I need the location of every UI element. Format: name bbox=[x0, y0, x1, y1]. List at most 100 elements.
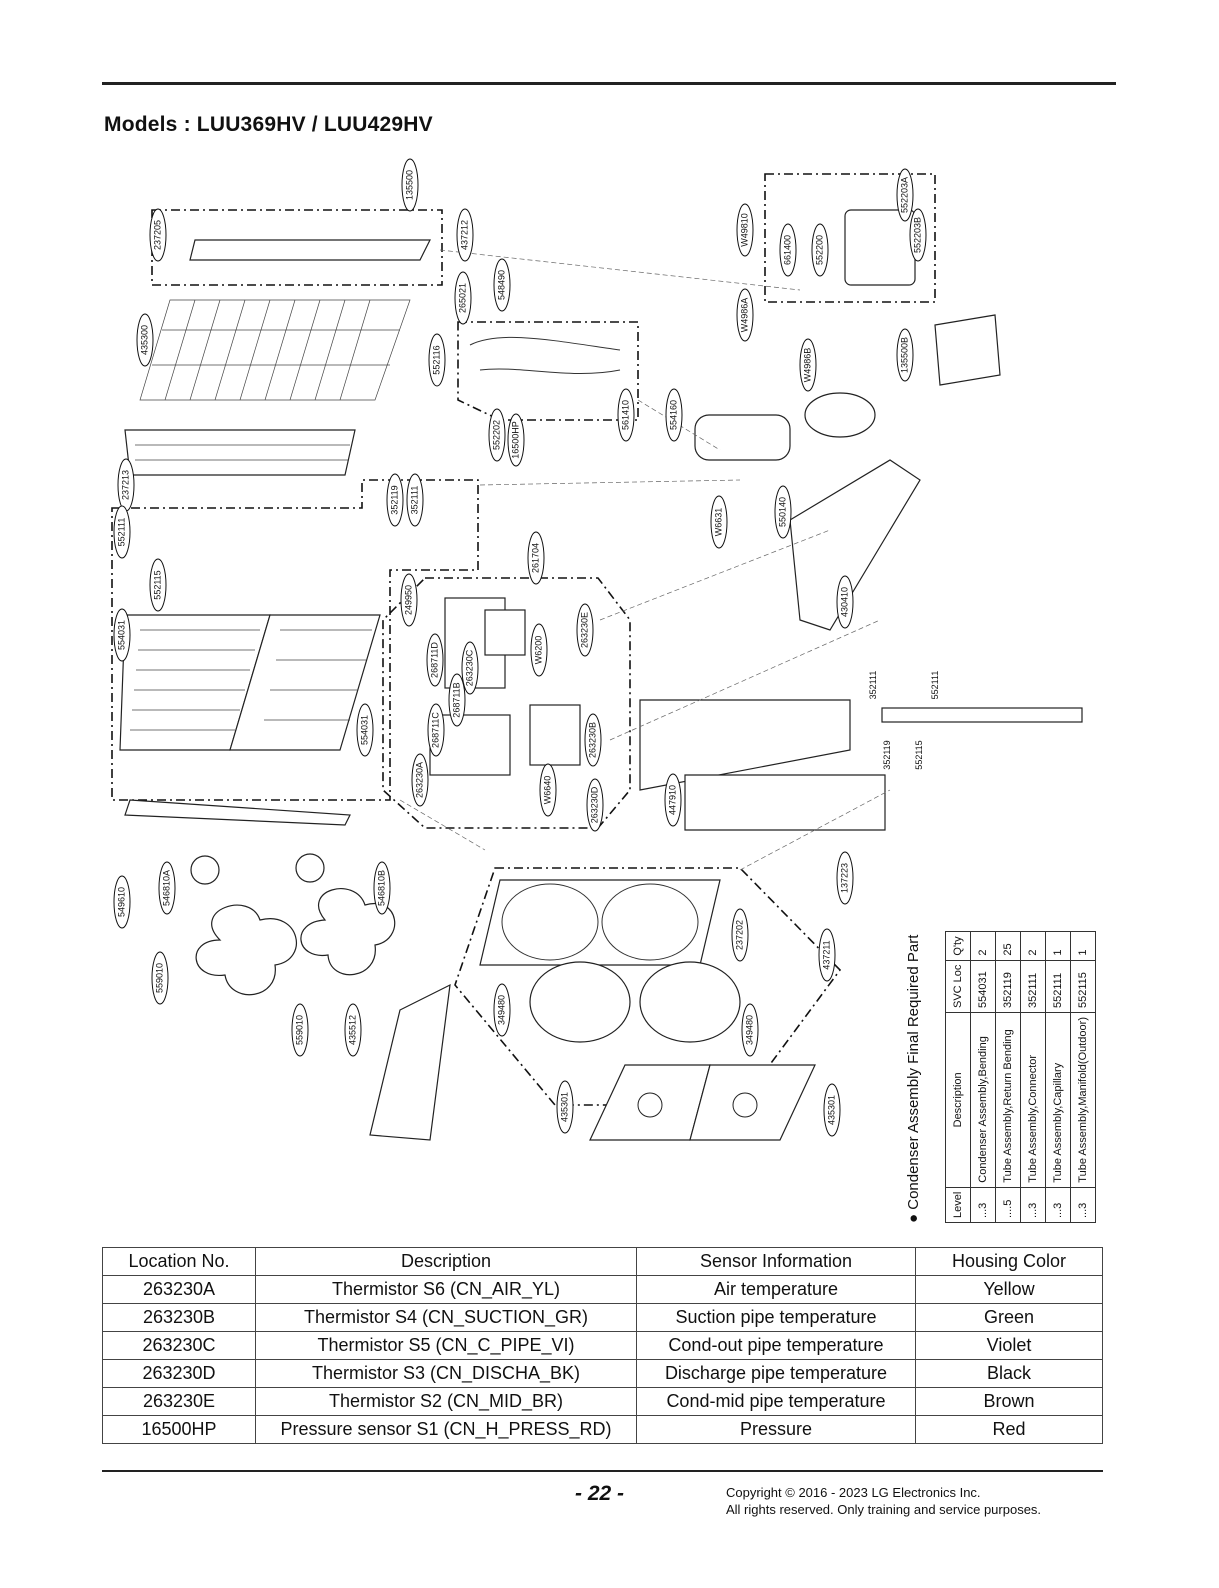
callout-oval bbox=[151, 951, 169, 1005]
manifold-label: 352111 bbox=[868, 671, 878, 700]
callout-label: W49810 bbox=[739, 213, 749, 247]
callout-oval bbox=[586, 778, 604, 832]
part-callout: 447910 bbox=[664, 773, 682, 827]
cell: Red bbox=[915, 1415, 1103, 1444]
cell: ...3 bbox=[1045, 1187, 1071, 1223]
part-callout: 349480 bbox=[493, 983, 511, 1037]
propeller-fans bbox=[195, 888, 396, 996]
cell: ...3 bbox=[970, 1187, 996, 1223]
cell: 263230A bbox=[102, 1275, 256, 1304]
cell: 554031 bbox=[970, 960, 996, 1013]
cell: 16500HP bbox=[102, 1415, 256, 1444]
part-callout: 552202 bbox=[488, 408, 506, 462]
control-box bbox=[429, 597, 581, 776]
callout-label: 559010 bbox=[294, 1015, 304, 1045]
callout-oval bbox=[356, 703, 374, 757]
callout-oval bbox=[823, 1083, 841, 1137]
cell: Pressure bbox=[636, 1415, 916, 1444]
cell: 263230C bbox=[102, 1331, 256, 1360]
part-callout: 546810B bbox=[373, 861, 391, 915]
fan-motor-a bbox=[190, 855, 220, 885]
part-callout: 559010 bbox=[151, 951, 169, 1005]
motor-bracket bbox=[124, 799, 351, 826]
callout-label: 349480 bbox=[744, 1015, 754, 1045]
callout-oval bbox=[665, 388, 683, 442]
callout-oval bbox=[456, 208, 474, 262]
cell: 25 bbox=[995, 931, 1021, 961]
callout-label: 137223 bbox=[839, 863, 849, 893]
callout-oval bbox=[448, 673, 466, 727]
callout-label: 561410 bbox=[620, 400, 630, 430]
col-description: Description bbox=[255, 1247, 637, 1276]
callout-label: 552203A bbox=[899, 177, 909, 213]
condenser-table-title-text: Condenser Assembly Final Required Part bbox=[905, 934, 922, 1210]
callout-oval bbox=[741, 1003, 759, 1057]
part-callout: 661400 bbox=[779, 223, 797, 277]
col-description: Description bbox=[945, 1012, 971, 1188]
copyright-line-1: Copyright © 2016 - 2023 LG Electronics I… bbox=[726, 1485, 981, 1500]
part-callout: 349480 bbox=[741, 1003, 759, 1057]
callout-label: 552200 bbox=[814, 235, 824, 265]
part-callout: 437212 bbox=[456, 208, 474, 262]
part-callout: 554031 bbox=[356, 703, 374, 757]
callout-label: 550140 bbox=[777, 497, 787, 527]
callout-oval bbox=[539, 763, 557, 817]
part-callout: 237202 bbox=[731, 908, 749, 962]
callout-oval bbox=[113, 608, 131, 662]
callout-oval bbox=[811, 223, 829, 277]
part-callout: 268711C bbox=[427, 703, 445, 757]
part-callout: 435301 bbox=[556, 1080, 574, 1134]
callout-oval bbox=[774, 485, 792, 539]
part-callout: 263230B bbox=[584, 713, 602, 767]
part-callout: 437211 bbox=[818, 928, 836, 982]
part-callout: W6200 bbox=[530, 623, 548, 677]
callout-oval bbox=[426, 633, 444, 687]
part-callout: 263230E bbox=[576, 603, 594, 657]
cell: Black bbox=[915, 1359, 1103, 1388]
condenser-coils bbox=[119, 614, 381, 751]
callout-oval bbox=[406, 473, 424, 527]
callout-oval bbox=[556, 1080, 574, 1134]
manifold-label: 552115 bbox=[914, 740, 924, 769]
callout-label: W6200 bbox=[533, 636, 543, 665]
front-panel bbox=[684, 774, 886, 831]
bell-mouth-b bbox=[639, 961, 741, 1043]
part-callout: 261704 bbox=[527, 531, 545, 585]
callout-label: 559010 bbox=[154, 963, 164, 993]
cell: Brown bbox=[915, 1387, 1103, 1416]
cell: Tube Assembly,Manifold(Outdoor) bbox=[1070, 1012, 1096, 1188]
callout-label: 554031 bbox=[116, 620, 126, 650]
part-callout: 546810A bbox=[158, 861, 176, 915]
callout-label: 548490 bbox=[496, 270, 506, 300]
callout-label: 237213 bbox=[120, 470, 130, 500]
callout-label: 265021 bbox=[457, 283, 467, 313]
callout-oval bbox=[836, 575, 854, 629]
callout-oval bbox=[493, 983, 511, 1037]
callout-oval bbox=[428, 333, 446, 387]
callout-oval bbox=[113, 505, 131, 559]
condenser-required-part-panel: ● Condenser Assembly Final Required Part… bbox=[905, 800, 1219, 1250]
callout-label: 16500HP bbox=[510, 421, 520, 459]
callout-oval bbox=[136, 313, 154, 367]
callout-label: 135500 bbox=[404, 170, 414, 200]
callout-oval bbox=[736, 203, 754, 257]
cell: ...3 bbox=[1070, 1187, 1096, 1223]
part-callout: 554160 bbox=[665, 388, 683, 442]
callout-oval bbox=[779, 223, 797, 277]
part-callout: W4986B bbox=[799, 338, 817, 392]
callout-oval bbox=[149, 208, 167, 262]
callout-label: 447910 bbox=[667, 785, 677, 815]
col-svc-loc: SVC Loc bbox=[945, 960, 971, 1013]
part-callout: 249950 bbox=[400, 573, 418, 627]
part-callout: 561410 bbox=[617, 388, 635, 442]
callout-label: 552202 bbox=[491, 420, 501, 450]
callout-oval bbox=[454, 271, 472, 325]
